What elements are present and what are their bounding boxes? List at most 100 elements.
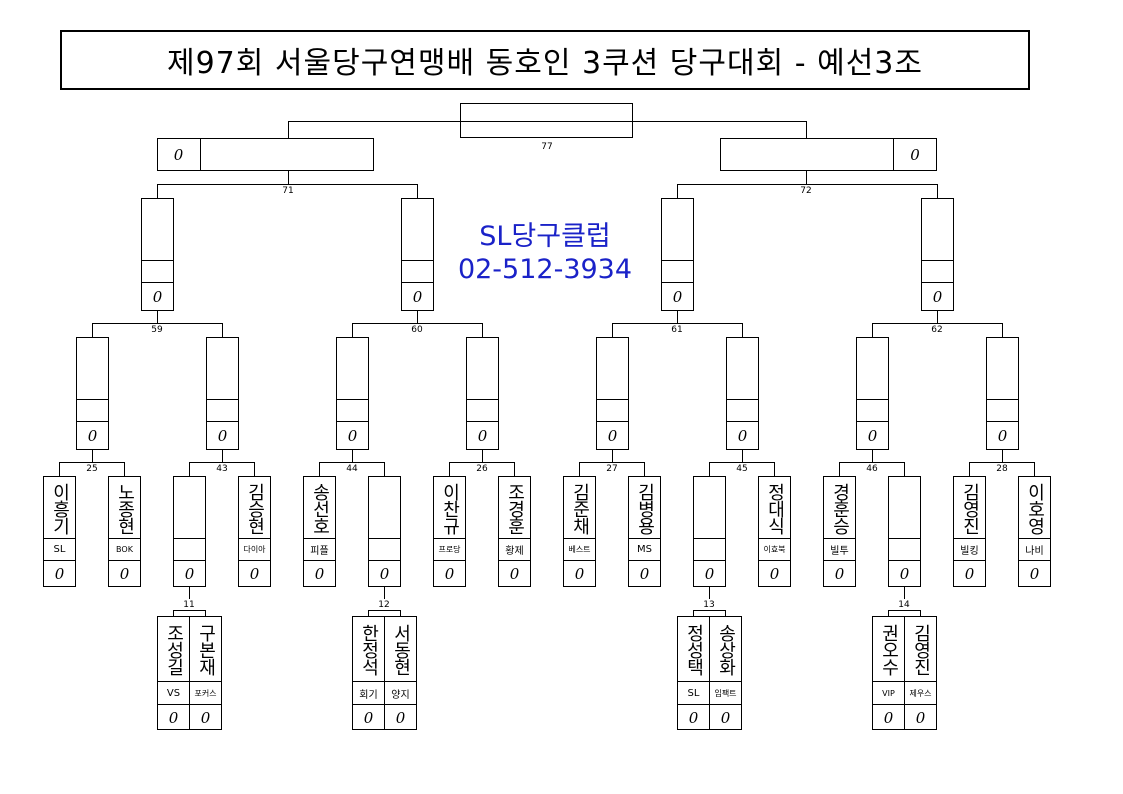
- box-divider: [189, 681, 222, 682]
- score-mark: 0: [997, 427, 1008, 445]
- player-card[interactable]: [238, 476, 271, 587]
- quarter-box-3[interactable]: [661, 198, 694, 311]
- connector-line: [482, 323, 483, 338]
- player-card[interactable]: [43, 476, 76, 587]
- box-divider: [108, 538, 141, 539]
- connector-line: [742, 450, 743, 463]
- match-number: 11: [183, 600, 195, 610]
- connector-line: [352, 323, 353, 338]
- quarter-box-2[interactable]: [401, 198, 434, 311]
- score-mark: 0: [395, 708, 406, 727]
- prelim-card[interactable]: [157, 616, 190, 730]
- box-divider: [856, 399, 889, 400]
- player-card[interactable]: [498, 476, 531, 587]
- player-card[interactable]: [1018, 476, 1051, 587]
- prelim-card[interactable]: [384, 616, 417, 730]
- round16-box-8[interactable]: [986, 337, 1019, 450]
- player-card[interactable]: [693, 476, 726, 587]
- player-card[interactable]: [108, 476, 141, 587]
- connector-line: [319, 462, 320, 477]
- prelim-name: 한정석: [358, 623, 380, 675]
- prelim-card[interactable]: [872, 616, 905, 730]
- connector-line: [709, 462, 775, 463]
- round16-box-6[interactable]: [726, 337, 759, 450]
- connector-line: [254, 462, 255, 477]
- player-name: 김영진: [959, 482, 981, 534]
- player-name: 김승현: [244, 482, 266, 534]
- box-divider: [368, 560, 401, 561]
- player-club: [888, 539, 921, 560]
- player-card[interactable]: [173, 476, 206, 587]
- semi-right-box[interactable]: [720, 138, 937, 171]
- box-divider: [1018, 560, 1051, 561]
- round16-box-1[interactable]: [76, 337, 109, 450]
- connector-line: [677, 184, 938, 185]
- box-divider: [872, 704, 905, 705]
- prelim-club: 양지: [391, 689, 410, 701]
- box-divider: [921, 282, 954, 283]
- match-number: 46: [866, 464, 878, 474]
- round16-box-5[interactable]: [596, 337, 629, 450]
- connector-line: [352, 450, 353, 463]
- player-card[interactable]: [888, 476, 921, 587]
- player-card[interactable]: [758, 476, 791, 587]
- player-card[interactable]: [433, 476, 466, 587]
- box-divider: [888, 538, 921, 539]
- prelim-card[interactable]: [709, 616, 742, 730]
- score-mark: 0: [964, 565, 975, 583]
- prelim-name: 구본재: [195, 623, 217, 675]
- match-number: 14: [898, 600, 910, 610]
- player-name: 이호영: [1024, 482, 1046, 534]
- round16-box-4[interactable]: [466, 337, 499, 450]
- player-card[interactable]: [953, 476, 986, 587]
- player-name: 정대식: [764, 482, 786, 534]
- box-divider: [596, 399, 629, 400]
- player-card[interactable]: [368, 476, 401, 587]
- score-mark: 0: [672, 288, 683, 306]
- score-mark: 0: [769, 565, 780, 583]
- connector-line: [368, 610, 401, 611]
- player-club: [368, 539, 401, 560]
- prelim-card[interactable]: [677, 616, 710, 730]
- box-divider: [823, 560, 856, 561]
- prelim-name: 서동현: [390, 623, 412, 675]
- quarter-box-4[interactable]: [921, 198, 954, 311]
- player-card[interactable]: [823, 476, 856, 587]
- score-mark: 0: [173, 145, 184, 164]
- box-divider: [433, 560, 466, 561]
- round16-box-7[interactable]: [856, 337, 889, 450]
- player-name: [368, 478, 401, 538]
- prelim-card[interactable]: [189, 616, 222, 730]
- player-name: 이흥기: [49, 482, 71, 534]
- box-divider: [498, 560, 531, 561]
- prelim-name: 조성길: [163, 623, 185, 675]
- player-club: 베스트: [568, 545, 591, 554]
- player-card[interactable]: [563, 476, 596, 587]
- connector-line: [59, 462, 60, 477]
- final-winner-box[interactable]: [460, 103, 633, 138]
- connector-line: [92, 323, 93, 338]
- player-club: 나비: [1025, 546, 1044, 557]
- prelim-card[interactable]: [352, 616, 385, 730]
- box-divider: [368, 538, 401, 539]
- connector-line: [173, 610, 206, 611]
- connector-line: [189, 587, 190, 599]
- round16-box-2[interactable]: [206, 337, 239, 450]
- player-card[interactable]: [303, 476, 336, 587]
- quarter-box-1[interactable]: [141, 198, 174, 311]
- round16-box-3[interactable]: [336, 337, 369, 450]
- connector-line: [92, 323, 223, 324]
- box-divider: [352, 704, 385, 705]
- match-number: 77: [541, 142, 553, 152]
- semi-left-box[interactable]: [157, 138, 374, 171]
- box-divider: [661, 260, 694, 261]
- player-card[interactable]: [628, 476, 661, 587]
- connector-line: [449, 462, 450, 477]
- player-club: [693, 539, 726, 560]
- box-divider: [856, 421, 889, 422]
- score-mark: 0: [314, 565, 325, 583]
- prelim-card[interactable]: [904, 616, 937, 730]
- box-divider: [986, 421, 1019, 422]
- match-number: 45: [736, 464, 748, 474]
- match-number: 59: [151, 325, 163, 335]
